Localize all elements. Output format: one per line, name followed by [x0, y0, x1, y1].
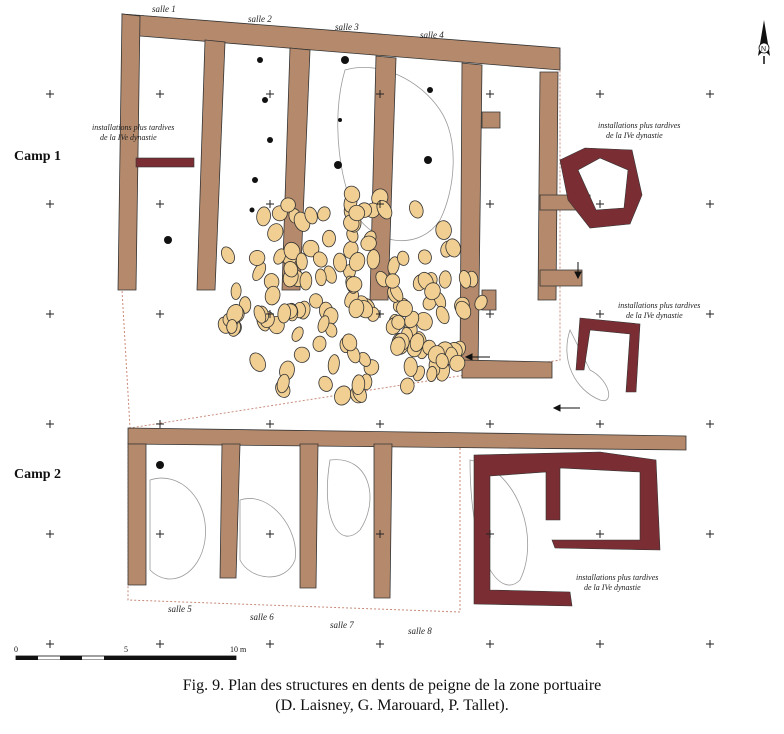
stone-block: [345, 276, 363, 293]
camp-1-label: Camp 1: [14, 149, 61, 164]
scale-bar: 0 5 10 m: [14, 645, 247, 660]
figure-caption: Fig. 9. Plan des structures en dents de …: [0, 676, 784, 716]
north-label: N: [761, 46, 766, 53]
stone-block: [293, 346, 310, 363]
note-a-line1: installations plus tardives: [92, 123, 174, 132]
stone-block: [327, 354, 340, 375]
scale-ten: 10 m: [230, 645, 247, 654]
room-label-3: salle 3: [335, 22, 359, 32]
stone-block: [445, 238, 461, 258]
late-wall-camp1: [135, 157, 195, 168]
stone-block: [309, 293, 323, 309]
note-d-line1: installations plus tardives: [576, 573, 658, 582]
stone-block: [385, 273, 401, 289]
stone-block: [226, 319, 238, 334]
room-label-5: salle 5: [168, 604, 192, 614]
room-label-4: salle 4: [420, 30, 444, 40]
stone-block: [458, 270, 472, 289]
stone-block: [474, 294, 488, 311]
stone-block: [403, 356, 418, 377]
room-label-6: salle 6: [250, 612, 274, 622]
caption-line-1: Fig. 9. Plan des structures en dents de …: [182, 677, 602, 694]
scale-zero: 0: [14, 645, 18, 654]
stone-block: [400, 377, 415, 395]
stone-block: [366, 249, 381, 270]
stone-block: [435, 305, 450, 325]
stone-block: [283, 261, 299, 278]
stone-block: [322, 229, 336, 248]
camp2-walls: [127, 427, 687, 599]
room-label-7: salle 7: [330, 620, 354, 630]
stone-block: [343, 185, 361, 203]
stone-block: [273, 248, 287, 265]
scale-five: 5: [124, 645, 128, 654]
stone-block: [312, 335, 327, 352]
note-c-line1: installations plus tardives: [618, 301, 700, 310]
stone-block: [295, 252, 308, 271]
arrows: [464, 262, 582, 412]
room-label-1: salle 1: [152, 4, 176, 14]
postholes: [156, 56, 433, 469]
stone-block: [435, 353, 449, 370]
camp-2-label: Camp 2: [14, 467, 61, 482]
stone-block: [276, 373, 290, 394]
stone-block: [391, 315, 406, 330]
stone-block: [426, 366, 438, 382]
room-label-8: salle 8: [408, 626, 432, 636]
stone-blocks: [217, 185, 488, 406]
stone-block: [253, 305, 267, 324]
stone-block: [299, 271, 313, 291]
stone-block: [358, 351, 371, 367]
note-b-line2: de la IVe dynastie: [606, 131, 663, 140]
stone-block: [333, 252, 347, 273]
stone-block: [291, 326, 304, 342]
note-a-line2: de la IVe dynastie: [100, 133, 157, 142]
stone-block: [221, 246, 235, 264]
camp2-area-outline: [127, 439, 461, 613]
note-c-line2: de la IVe dynastie: [626, 311, 683, 320]
stone-block: [318, 375, 333, 392]
stone-block: [390, 336, 406, 356]
stone-block: [348, 298, 365, 319]
stone-block: [256, 206, 271, 227]
stone-block: [396, 299, 413, 318]
stone-block: [230, 282, 242, 300]
stone-block: [417, 249, 432, 265]
stone-block: [312, 251, 328, 268]
stone-block: [424, 282, 441, 301]
north-arrow-icon: N: [758, 20, 770, 64]
note-b-line1: installations plus tardives: [598, 121, 680, 130]
room-label-2: salle 2: [248, 14, 272, 24]
stone-block: [351, 374, 366, 395]
stone-block: [348, 252, 366, 272]
stone-block: [438, 270, 452, 289]
stone-block: [264, 285, 281, 306]
stone-block: [397, 250, 410, 266]
stone-block: [317, 315, 330, 333]
stone-block: [360, 235, 377, 252]
site-plan: salle 1 salle 2 salle 3 salle 4 salle 5 …: [14, 4, 770, 660]
stone-block: [334, 385, 352, 406]
camp1-walls: [117, 13, 591, 379]
stone-block: [252, 262, 267, 281]
stone-block: [277, 303, 291, 324]
note-d-line2: de la IVe dynastie: [584, 583, 641, 592]
stone-block: [249, 352, 266, 372]
stone-block: [315, 268, 327, 287]
stone-block: [248, 250, 266, 266]
stone-block: [348, 204, 366, 222]
stone-block: [435, 220, 452, 240]
stone-block: [280, 197, 296, 213]
late-installations: [473, 147, 661, 607]
stone-block: [283, 241, 301, 261]
stone-block: [449, 354, 466, 372]
stone-block: [409, 200, 424, 219]
survey-grid: [46, 90, 714, 648]
stone-block: [317, 206, 331, 222]
stone-block: [267, 223, 284, 242]
stone-block: [342, 333, 358, 352]
caption-line-2: (D. Laisney, G. Marouard, P. Tallet).: [275, 697, 509, 714]
stone-block: [304, 206, 318, 225]
stone-block: [455, 300, 472, 320]
